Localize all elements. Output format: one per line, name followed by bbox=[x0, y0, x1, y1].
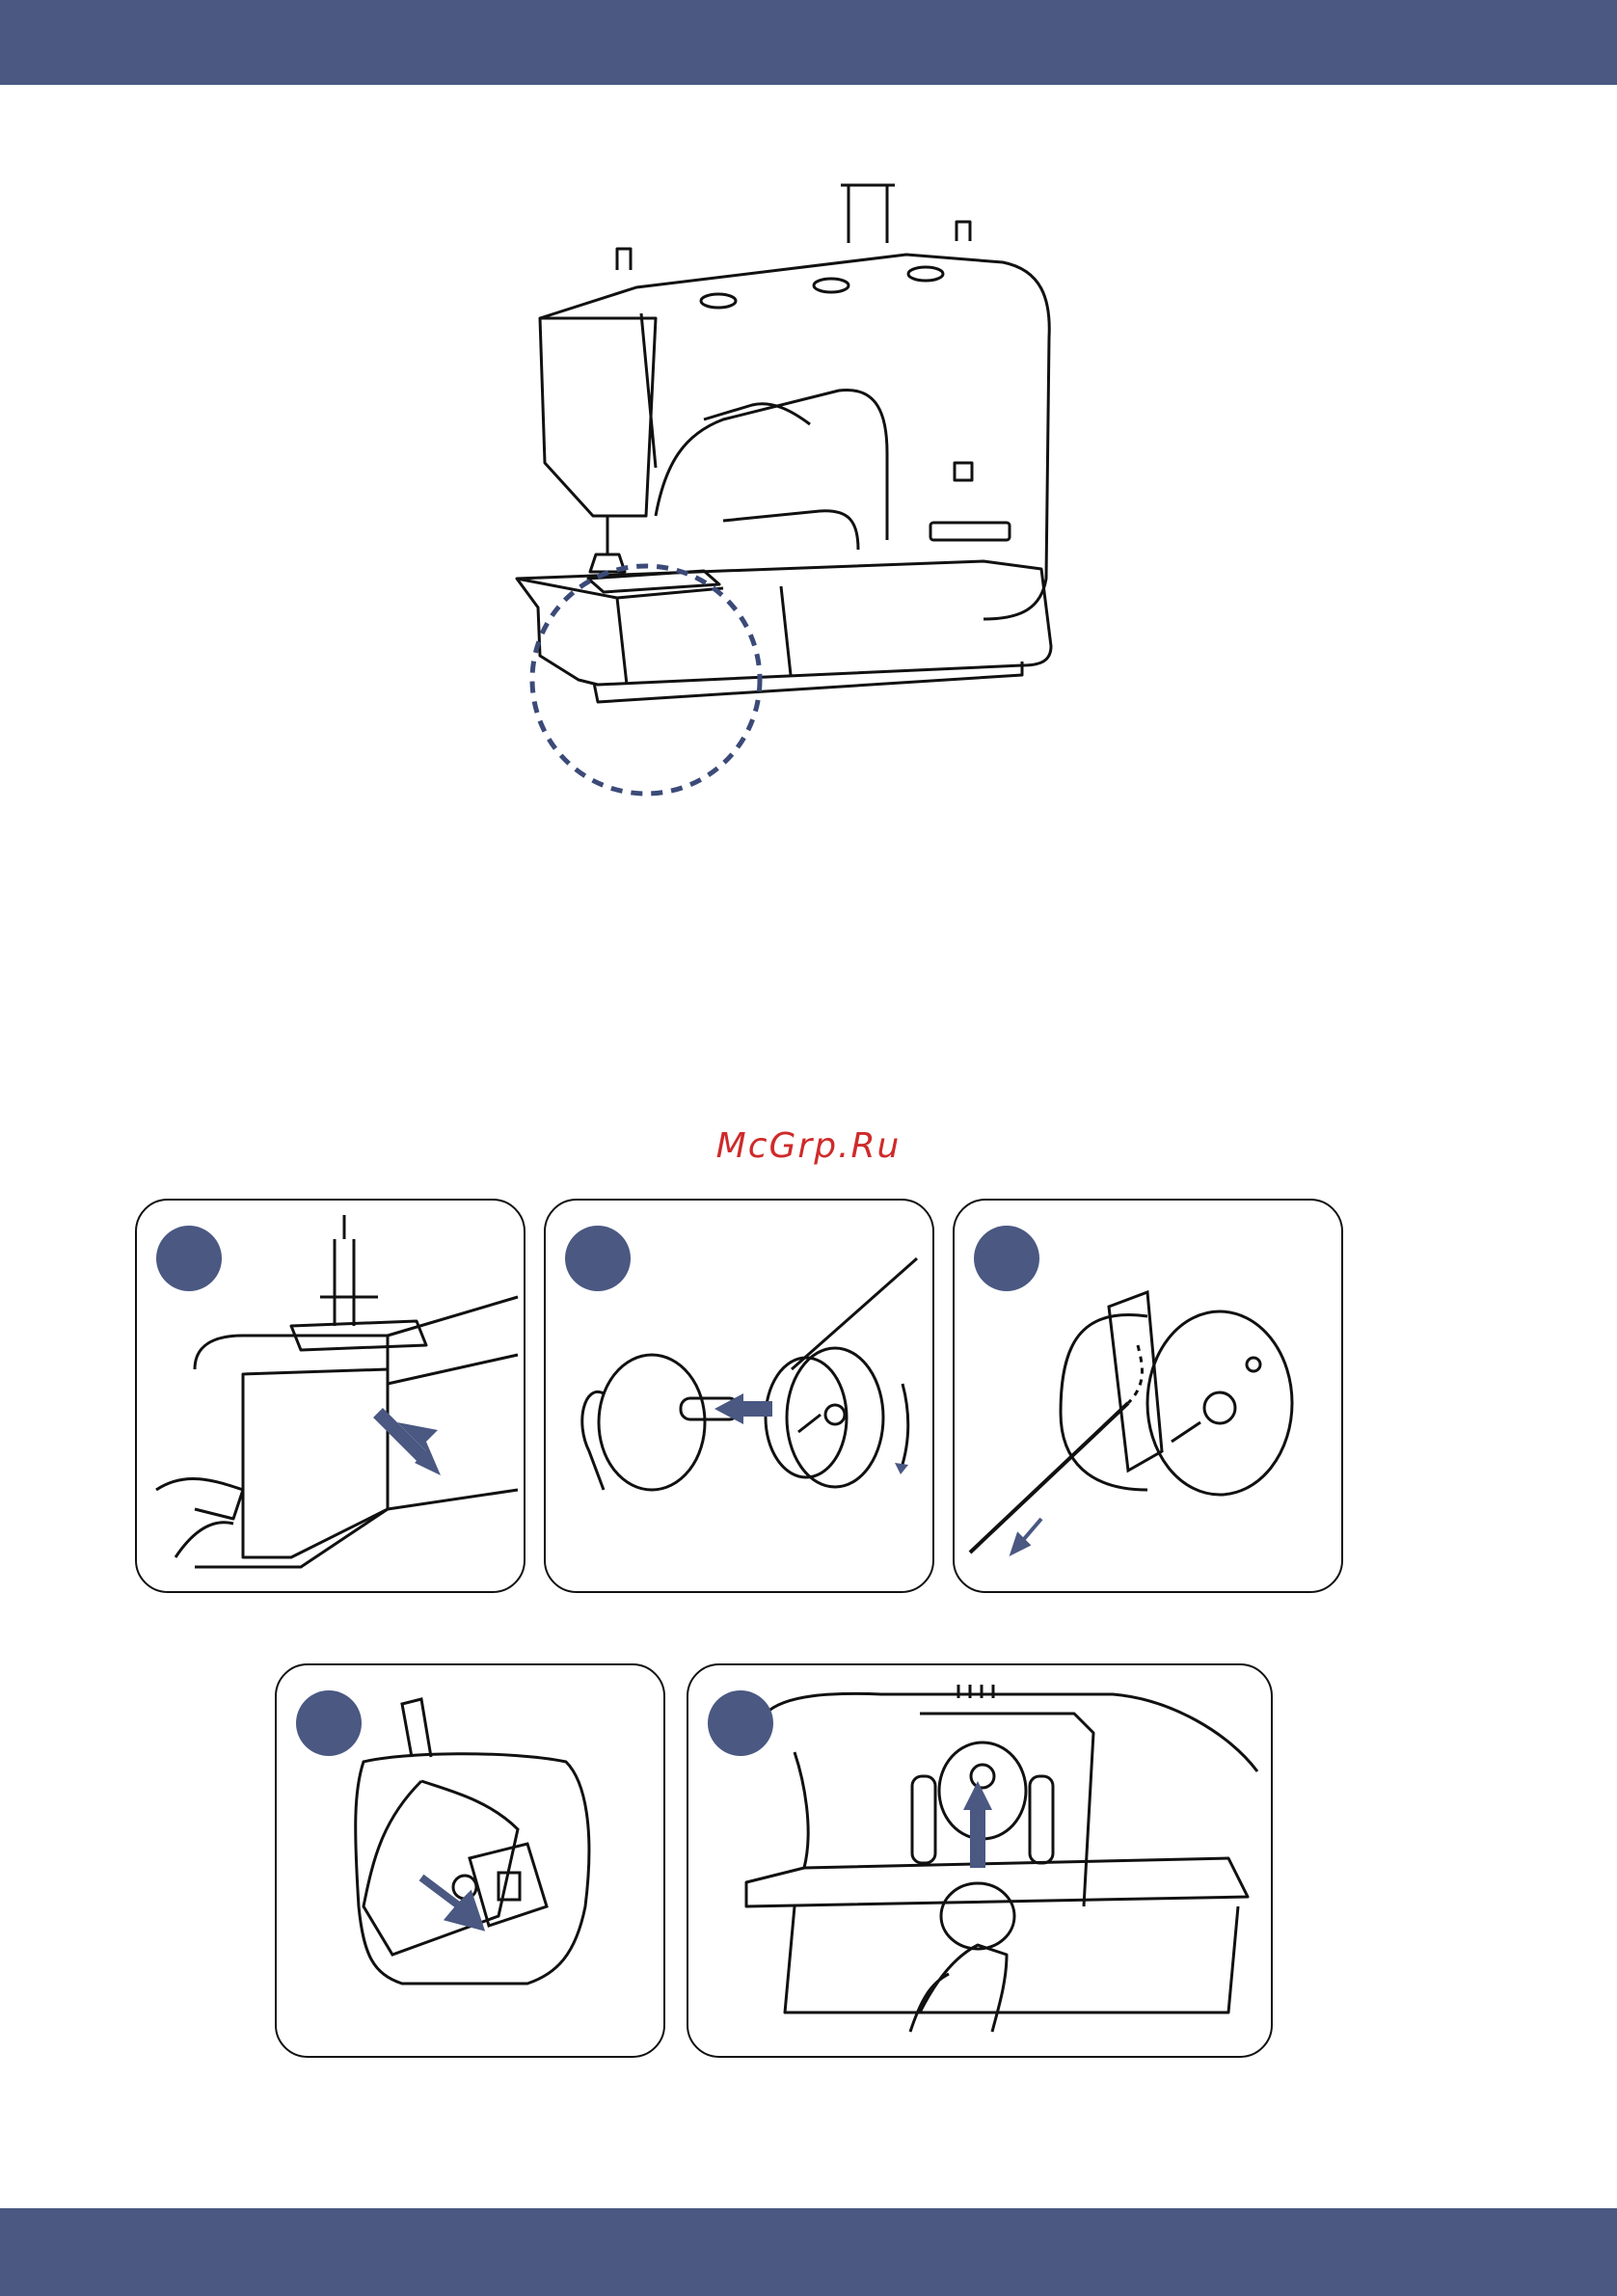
step-badge-2 bbox=[565, 1226, 631, 1291]
step-1-panel bbox=[135, 1199, 526, 1593]
watermark-text: McGrp.Ru bbox=[0, 1126, 1617, 1166]
step-badge-4 bbox=[296, 1690, 362, 1756]
step-badge-3 bbox=[974, 1226, 1039, 1291]
step-2-panel bbox=[544, 1199, 934, 1593]
step-badge-1 bbox=[156, 1226, 222, 1291]
step-4-panel bbox=[275, 1663, 665, 2058]
footer-band bbox=[0, 2208, 1617, 2296]
header-band bbox=[0, 0, 1617, 85]
step-5-panel bbox=[687, 1663, 1273, 2058]
step-3-panel bbox=[953, 1199, 1343, 1593]
insert-bobbin-case-illustration bbox=[688, 1665, 1271, 2056]
sewing-machine-illustration bbox=[501, 174, 1099, 810]
step-badge-5 bbox=[708, 1690, 773, 1756]
